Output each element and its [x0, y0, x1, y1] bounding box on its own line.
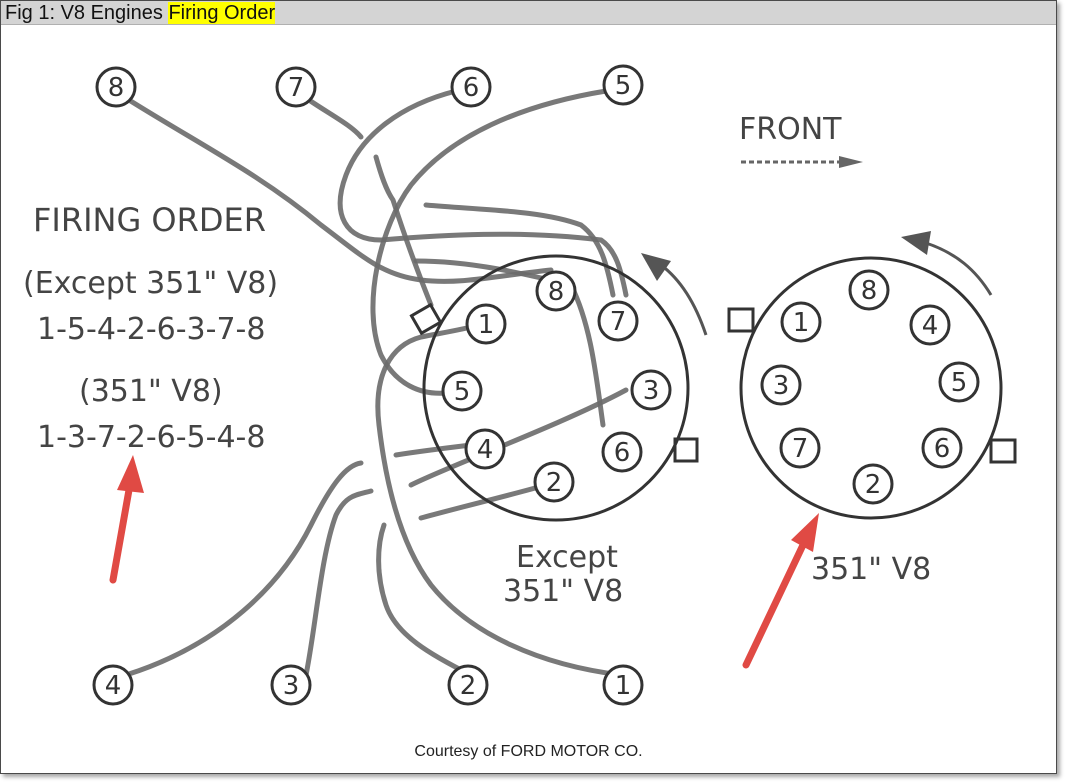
rotation-arrow-except [660, 263, 708, 336]
cap-351-terminal-3-label: 5 [951, 368, 968, 398]
cap-351-right-tab [989, 438, 1017, 464]
cap-351-caption: 351" V8 [811, 552, 931, 587]
cap-351-terminal-8 [780, 301, 822, 343]
firing-order-heading: FIRING ORDER [33, 201, 266, 239]
rotation-arrowhead-except [641, 253, 671, 281]
cylinder-top-4-label: 5 [615, 71, 632, 101]
cap-except-terminal-5-label: 2 [546, 468, 563, 498]
cap-351-terminal-7-label: 3 [773, 371, 790, 401]
cylinder-markers-top: 8 7 6 5 [95, 64, 644, 108]
cap-351-terminal-5-label: 2 [865, 470, 882, 500]
firing-order-diagram: 8 7 6 5 4 3 2 1 8 [23, 64, 1017, 706]
cap-351-terminal-6 [779, 427, 821, 469]
cap-except-terminal-4-label: 6 [614, 438, 631, 468]
cylinder-bottom-2-marker [270, 664, 312, 706]
cap-except-terminal-6 [464, 428, 506, 470]
except-351-group-label: (Except 351" V8) [23, 266, 278, 301]
cap-351-terminal-3 [938, 361, 980, 403]
cylinder-bottom-4-label: 1 [615, 671, 632, 701]
cylinder-markers-bottom: 4 3 2 1 [92, 664, 644, 706]
cylinder-top-4-marker [602, 64, 644, 106]
cylinder-top-1-marker [95, 66, 137, 108]
wire-6 [337, 88, 629, 298]
rotation-arrowhead-351 [901, 231, 931, 255]
cap-351-terminal-1-label: 8 [861, 276, 878, 306]
cylinder-top-3-label: 6 [463, 73, 480, 103]
wire-7 [306, 97, 434, 308]
annotation-arrow-right [742, 513, 819, 669]
cap-351-terminal-4-label: 6 [934, 434, 951, 464]
wire-4 [123, 442, 474, 678]
cap-except-terminal-2-label: 7 [610, 307, 627, 337]
cylinder-top-1-label: 8 [108, 73, 125, 103]
cylinder-bottom-4-marker [602, 664, 644, 706]
distributor-cap-351: 8 4 5 6 2 7 3 1 [727, 231, 1017, 520]
cap-351-outline [739, 256, 1003, 520]
cap-except-rotor-tab [409, 302, 443, 336]
caption-prefix: Fig 1: V8 Engines [5, 2, 169, 24]
cap-except-terminal-8-label: 1 [478, 310, 495, 340]
cap-except-terminal-4 [601, 431, 643, 473]
cap-except-side-tab [673, 437, 699, 463]
except-351-sequence: 1-5-4-2-6-3-7-8 [37, 312, 265, 347]
cap-except-terminal-3-label: 3 [643, 376, 660, 406]
cap-except-outline [422, 254, 690, 522]
cylinder-bottom-1-label: 4 [105, 671, 122, 701]
wire-8 [126, 97, 554, 284]
cap-except-terminal-7-label: 5 [454, 377, 471, 407]
cap-except-caption-line1: Except [516, 540, 618, 575]
cap-except-terminal-1-label: 8 [548, 277, 565, 307]
rotation-arrow-351 [925, 241, 993, 296]
cap-351-terminal-7 [760, 364, 802, 406]
distributor-cap-except-351: 8 7 3 6 2 4 5 1 [409, 253, 708, 522]
cap-except-terminal-1 [535, 270, 577, 312]
wire-5 [370, 88, 609, 396]
cylinder-top-2-label: 7 [288, 73, 305, 103]
cap-351-terminal-4 [921, 427, 963, 469]
annotation-arrow-left [109, 455, 144, 584]
cap-except-terminal-8 [465, 303, 507, 345]
v8-351-group-label: (351" V8) [79, 374, 223, 409]
cap-351-terminal-6-label: 7 [792, 434, 809, 464]
front-arrow-icon [741, 156, 863, 168]
figure-frame: Fig 1: V8 Engines Firing Order 8 7 6 5 [0, 0, 1057, 774]
cylinder-bottom-3-label: 2 [460, 671, 477, 701]
cylinder-bottom-1-marker [92, 664, 134, 706]
wire-1 [375, 322, 624, 678]
cap-except-terminal-6-label: 4 [477, 435, 494, 465]
cap-except-terminal-7 [441, 370, 483, 412]
cap-except-caption-line2: 351" V8 [503, 574, 623, 609]
cap-except-terminal-3 [630, 369, 672, 411]
v8-351-sequence: 1-3-7-2-6-5-4-8 [37, 420, 265, 455]
wire-3 [303, 387, 629, 678]
figure-caption: Fig 1: V8 Engines Firing Order [1, 1, 1056, 25]
cylinder-bottom-2-label: 3 [283, 671, 300, 701]
cylinder-top-3-marker [450, 66, 492, 108]
cylinder-top-2-marker [275, 66, 317, 108]
cap-351-terminal-5 [852, 463, 894, 505]
front-label: FRONT [739, 112, 842, 147]
cap-351-terminal-2-label: 4 [922, 311, 939, 341]
cap-except-terminal-2 [597, 300, 639, 342]
credit-line: Courtesy of FORD MOTOR CO. [414, 743, 643, 760]
cap-351-left-tab [727, 307, 755, 333]
cap-351-terminal-2 [909, 304, 951, 346]
cap-351-terminal-1 [848, 269, 890, 311]
cylinder-bottom-3-marker [447, 664, 489, 706]
caption-highlight: Firing Order [168, 2, 276, 24]
cap-except-terminal-5 [533, 461, 575, 503]
cap-351-terminal-8-label: 1 [793, 308, 810, 338]
